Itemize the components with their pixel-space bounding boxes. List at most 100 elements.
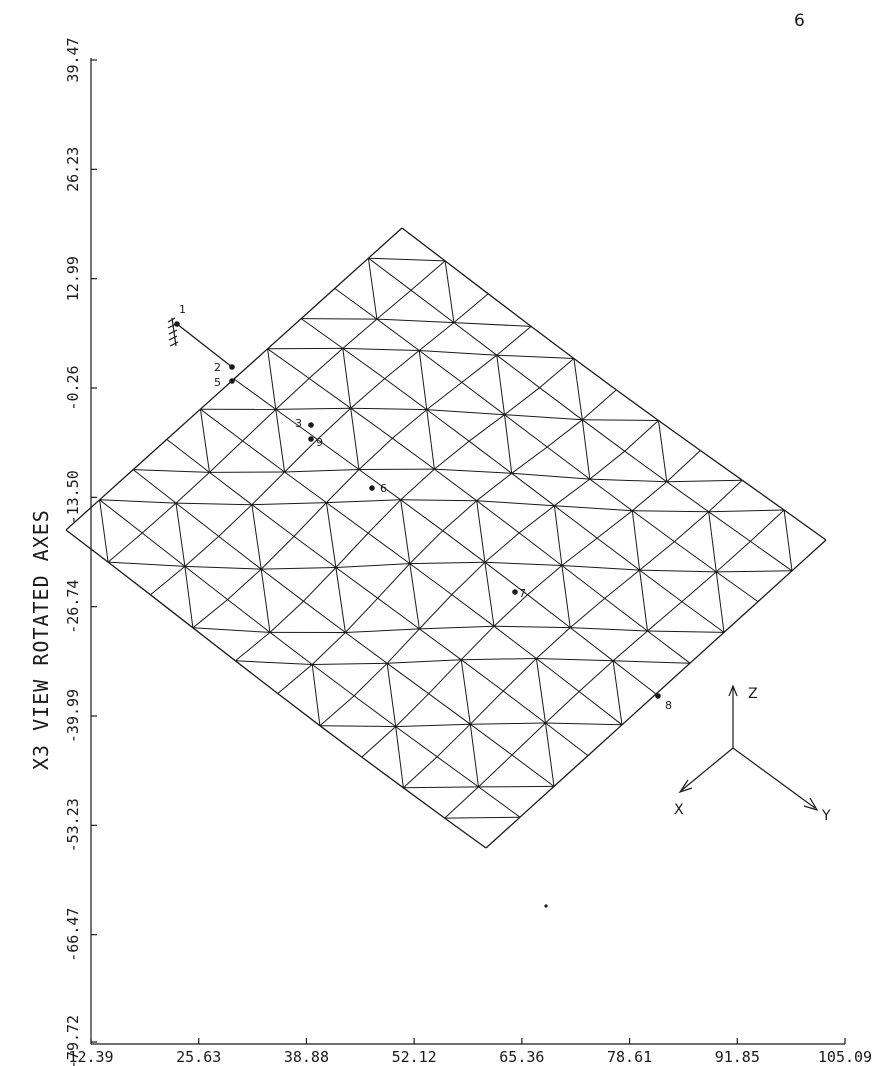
mesh-diagonal: [342, 348, 352, 409]
node-5-label: 5: [214, 376, 221, 389]
mesh-diagonal: [342, 347, 420, 351]
mesh-diagonal: [470, 722, 546, 725]
mesh-diagonal: [409, 561, 485, 565]
mesh-diagonal: [418, 350, 428, 410]
mesh-diagonal: [666, 479, 743, 483]
mesh-line: [444, 509, 785, 819]
mesh-diagonal: [267, 348, 277, 410]
mesh-line: [99, 499, 521, 818]
mesh-diagonal: [108, 561, 185, 567]
node-6-label: 6: [380, 482, 387, 495]
mesh-diagonal: [484, 561, 562, 566]
y-tick-label: -66.47: [64, 908, 82, 962]
mesh-diagonal: [639, 569, 717, 573]
mesh-diagonal: [573, 358, 583, 420]
mesh-diagonal: [453, 322, 532, 327]
mesh-line: [361, 450, 701, 758]
mesh-diagonal: [350, 407, 427, 411]
mesh-diagonal: [395, 723, 471, 728]
y-tick-label: -53.23: [64, 798, 82, 852]
x-tick-label: 52.12: [392, 1048, 437, 1066]
mesh-line: [300, 318, 725, 633]
mesh-diagonal: [504, 414, 583, 421]
mesh-diagonal: [484, 562, 495, 627]
mesh-line: [277, 389, 617, 694]
mesh-diagonal: [545, 722, 623, 726]
mesh-diagonal: [387, 659, 462, 664]
node-2-label: 2: [214, 361, 221, 374]
mesh-diagonal: [367, 258, 378, 320]
mesh-diagonal: [261, 567, 336, 570]
node-5-marker: [229, 378, 235, 384]
y-tick-label: -0.26: [64, 365, 82, 410]
mesh-diagonal: [478, 785, 555, 788]
y-tick-label: -13.50: [64, 470, 82, 524]
mesh-line: [192, 326, 532, 629]
mesh-line: [319, 420, 659, 727]
mesh-line: [166, 439, 589, 756]
mesh-diagonal: [335, 567, 346, 633]
x-tick-label: 78.61: [607, 1048, 652, 1066]
fixed-support-symbol: [167, 317, 179, 347]
y-tick-label: 39.47: [64, 37, 82, 82]
mesh-diagonal: [612, 660, 623, 725]
mesh-diagonal: [545, 722, 555, 787]
mesh-diagonal: [275, 409, 286, 473]
mesh-diagonal: [708, 509, 785, 513]
mesh-diagonal: [476, 500, 486, 563]
mesh-diagonal: [716, 570, 793, 573]
mesh-diagonal: [184, 565, 262, 570]
mesh-diagonal: [386, 663, 397, 727]
mesh-diagonal: [419, 350, 497, 356]
mesh-diagonal: [589, 478, 667, 483]
y-tick-label: -79.72: [64, 1015, 82, 1066]
mesh-diagonal: [708, 511, 717, 572]
mesh-diagonal: [175, 502, 252, 506]
node-1-marker: [174, 321, 180, 327]
node-1-label: 1: [179, 303, 186, 316]
mesh-line: [65, 529, 487, 849]
mesh-diagonal: [251, 502, 327, 506]
x-tick-label: 105.09: [818, 1048, 872, 1066]
mesh-diagonal: [632, 510, 709, 513]
mesh-diagonal: [275, 407, 351, 410]
node-6-marker: [369, 485, 375, 491]
mesh-diagonal: [419, 625, 495, 630]
mesh-diagonal: [535, 658, 546, 724]
mesh-diagonal: [553, 505, 563, 566]
mesh-diagonal: [99, 499, 177, 504]
mesh-diagonal: [581, 419, 591, 480]
mesh-diagonal: [504, 414, 513, 474]
mesh-diagonal: [461, 658, 537, 661]
mesh-diagonal: [647, 630, 725, 633]
mesh-diagonal: [444, 816, 521, 819]
mesh-diagonal: [251, 504, 262, 570]
y-tick-label: 26.23: [64, 147, 82, 192]
mesh-line: [368, 257, 793, 572]
mesh-diagonal: [434, 468, 512, 474]
mesh-diagonal: [426, 409, 505, 416]
mesh-diagonal: [284, 469, 360, 473]
y-tick-label: -39.99: [64, 689, 82, 743]
mesh-diagonal: [570, 627, 648, 632]
y-axis-ticks: 39.4726.2312.99-0.26-13.50-26.74-39.99-5…: [64, 37, 97, 1066]
mesh-diagonal: [561, 565, 571, 628]
mesh-diagonal: [639, 570, 648, 632]
x-tick-label: 38.88: [284, 1048, 329, 1066]
support-link: [176, 323, 233, 368]
stray-dot: [544, 904, 548, 908]
mesh-diagonal: [658, 420, 668, 482]
mesh-diagonal: [400, 499, 411, 564]
mesh-diagonal: [319, 725, 396, 728]
node-8-label: 8: [665, 699, 672, 712]
node-9-label: 9: [316, 436, 323, 449]
mesh-diagonal: [426, 409, 435, 470]
mesh-diagonal: [613, 660, 691, 664]
triad-y-label: Y: [821, 808, 831, 824]
finite-element-mesh: [65, 227, 827, 849]
mesh-diagonal: [345, 628, 420, 633]
mesh-diagonal: [561, 565, 640, 571]
